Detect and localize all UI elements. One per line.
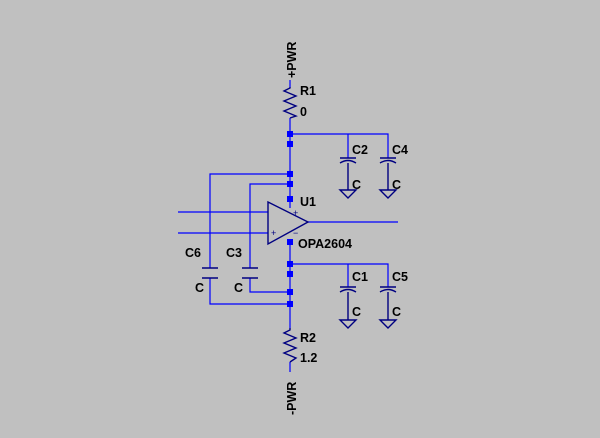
c4-ref-label: C4 bbox=[392, 143, 408, 157]
capacitor-c4[interactable] bbox=[378, 157, 398, 199]
c1-value-label: C bbox=[352, 305, 361, 319]
capacitor-c6[interactable] bbox=[202, 267, 218, 279]
ground-symbol bbox=[338, 319, 358, 329]
opamp-top-pin-label: + bbox=[293, 208, 298, 218]
capacitor-c2[interactable] bbox=[338, 157, 358, 199]
c3-value-label: C bbox=[234, 281, 243, 295]
junction-node bbox=[287, 131, 293, 137]
capacitor-c3[interactable] bbox=[242, 267, 258, 279]
junction-node bbox=[287, 171, 293, 177]
resistor-r2[interactable] bbox=[282, 328, 298, 363]
junctions bbox=[287, 131, 293, 307]
wires bbox=[178, 80, 398, 372]
ground-symbol bbox=[338, 189, 358, 199]
opamp-noninv-pin-label: + bbox=[271, 228, 276, 238]
r2-ref-label: R2 bbox=[300, 331, 316, 345]
junction-node bbox=[287, 289, 293, 295]
opamp-inv-pin-label: − bbox=[293, 228, 298, 238]
junction-node bbox=[287, 181, 293, 187]
opamp-value-label: OPA2604 bbox=[298, 237, 352, 251]
supply-negative-label: -PWR bbox=[285, 382, 299, 415]
capacitor-c5[interactable] bbox=[378, 286, 398, 329]
c4-value-label: C bbox=[392, 178, 401, 192]
junction-node bbox=[287, 261, 293, 267]
c2-value-label: C bbox=[352, 178, 361, 192]
junction-node bbox=[287, 301, 293, 307]
junction-node bbox=[287, 141, 293, 147]
supply-positive-label: +PWR bbox=[285, 42, 299, 78]
c3-ref-label: C3 bbox=[226, 246, 242, 260]
opamp-u1[interactable]: + + − bbox=[267, 200, 310, 246]
c6-value-label: C bbox=[195, 281, 204, 295]
resistor-r1[interactable] bbox=[282, 87, 298, 119]
opamp-ref-label: U1 bbox=[300, 195, 316, 209]
r2-value-label: 1.2 bbox=[300, 351, 317, 365]
capacitor-c1[interactable] bbox=[338, 286, 358, 329]
junction-node bbox=[287, 271, 293, 277]
c5-ref-label: C5 bbox=[392, 270, 408, 284]
ground-symbol bbox=[378, 319, 398, 329]
junction-node bbox=[287, 239, 293, 245]
r1-ref-label: R1 bbox=[300, 84, 316, 98]
c1-ref-label: C1 bbox=[352, 270, 368, 284]
c2-ref-label: C2 bbox=[352, 143, 368, 157]
r1-value-label: 0 bbox=[300, 105, 307, 119]
junction-node bbox=[287, 196, 293, 202]
ground-symbol bbox=[378, 189, 398, 199]
c5-value-label: C bbox=[392, 305, 401, 319]
c6-ref-label: C6 bbox=[185, 246, 201, 260]
